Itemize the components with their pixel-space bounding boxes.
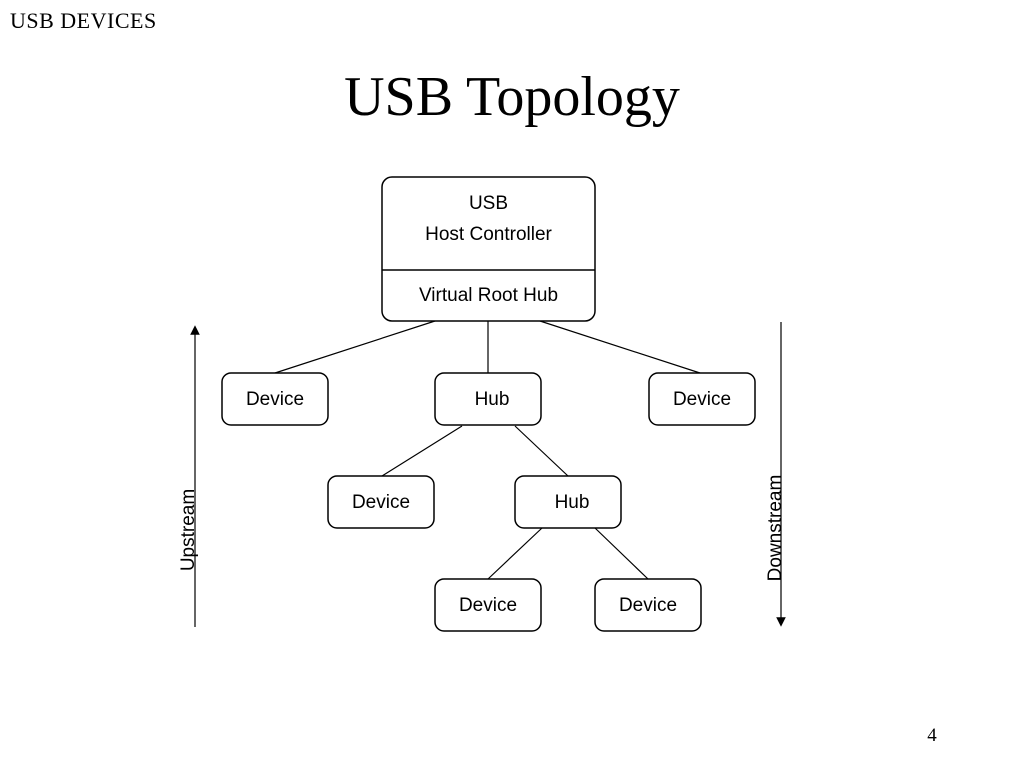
edge-hub-lower-to-device-bottom-left — [487, 527, 543, 580]
edge-root-to-device-left — [274, 320, 436, 374]
host-controller-label-line1: USB — [469, 193, 508, 214]
device-bottom-left-label: Device — [459, 595, 517, 616]
section-header: USB DEVICES — [10, 8, 157, 33]
device-node-left: Device — [221, 372, 329, 426]
edges — [274, 320, 701, 580]
hub-node-top: Hub — [434, 372, 542, 426]
device-left-label: Device — [246, 389, 304, 410]
device-node-mid: Device — [327, 475, 435, 529]
hub-lower-label: Hub — [555, 492, 590, 513]
slide-title: USB Topology — [344, 66, 680, 128]
hub-top-label: Hub — [475, 389, 510, 410]
device-right-label: Device — [673, 389, 731, 410]
downstream-label: Downstream — [765, 475, 786, 582]
downstream-arrow: Downstream — [765, 322, 786, 627]
device-mid-label: Device — [352, 492, 410, 513]
page-number: 4 — [927, 725, 937, 746]
host-controller-label-line2: Host Controller — [425, 224, 552, 245]
edge-hub-top-to-hub-lower — [514, 425, 569, 477]
hub-node-lower: Hub — [514, 475, 622, 529]
device-node-bottom-right: Device — [594, 578, 702, 632]
edge-hub-top-to-device-mid — [381, 425, 463, 477]
edge-hub-lower-to-device-bottom-right — [594, 527, 649, 580]
upstream-arrow: Upstream — [178, 325, 200, 627]
virtual-root-hub-label: Virtual Root Hub — [419, 285, 558, 306]
device-bottom-right-label: Device — [619, 595, 677, 616]
device-node-bottom-left: Device — [434, 578, 542, 632]
device-node-right: Device — [648, 372, 756, 426]
upstream-label: Upstream — [178, 489, 199, 571]
host-controller-node: USB Host Controller Virtual Root Hub — [381, 176, 596, 322]
edge-root-to-device-right — [539, 320, 701, 374]
